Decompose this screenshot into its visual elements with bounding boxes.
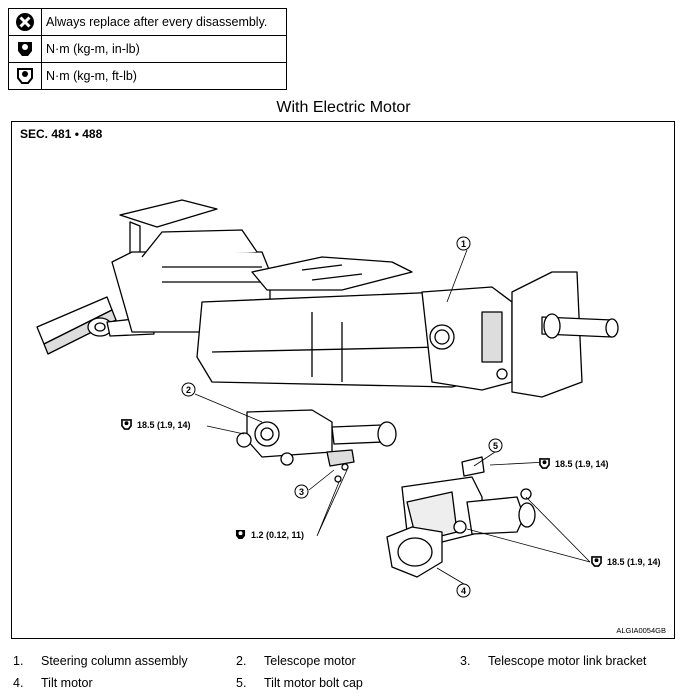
- torque-ft-lb-icon: [8, 62, 42, 90]
- list-item: 2.Telescope motor: [236, 654, 356, 668]
- drawing-code: ALGIA0054GB: [616, 626, 666, 635]
- diagram-frame: SEC. 481 • 488: [11, 121, 675, 639]
- callout-1: 1: [456, 236, 471, 251]
- torque-ft-lb-icon: [539, 458, 550, 469]
- legend-row: N·m (kg-m, ft-lb): [8, 62, 287, 90]
- callout-circle-icon: [181, 382, 196, 397]
- callout-circle-icon: [456, 583, 471, 598]
- callout-circle-icon: [294, 484, 309, 499]
- callout-circle-icon: [456, 236, 471, 251]
- torque-callout: 18.5 (1.9, 14): [120, 418, 191, 431]
- legend-text: N·m (kg-m, in-lb): [41, 35, 287, 63]
- torque-ft-lb-icon: [121, 419, 132, 430]
- torque-in-lb-icon: [235, 529, 246, 540]
- diagram-title: With Electric Motor: [276, 99, 411, 116]
- list-item: 1.Steering column assembly: [13, 654, 188, 668]
- legend-text: N·m (kg-m, ft-lb): [41, 62, 287, 90]
- steering-column-drawing: [36, 199, 619, 585]
- section-label: SEC. 481 • 488: [20, 127, 103, 141]
- legend-row: Always replace after every disassembly.: [8, 8, 287, 36]
- list-item: 5.Tilt motor bolt cap: [236, 676, 363, 690]
- legend-table: Always replace after every disassembly. …: [8, 8, 287, 90]
- torque-callout: 1.2 (0.12, 11): [234, 528, 304, 541]
- torque-in-lb-icon: [8, 35, 42, 63]
- replace-x-icon: [8, 8, 42, 36]
- callout-circle-icon: [488, 438, 503, 453]
- callout-3: 3: [294, 484, 309, 499]
- torque-callout: 18.5 (1.9, 14): [538, 457, 609, 470]
- torque-callout: 18.5 (1.9, 14): [590, 555, 661, 568]
- callout-4: 4: [456, 583, 471, 598]
- torque-ft-lb-icon: [591, 556, 602, 567]
- list-item: 4.Tilt motor: [13, 676, 93, 690]
- list-item: 3.Telescope motor link bracket: [460, 654, 647, 668]
- callout-2: 2: [181, 382, 196, 397]
- legend-text: Always replace after every disassembly.: [41, 8, 287, 36]
- legend-row: N·m (kg-m, in-lb): [8, 35, 287, 63]
- callout-5: 5: [488, 438, 503, 453]
